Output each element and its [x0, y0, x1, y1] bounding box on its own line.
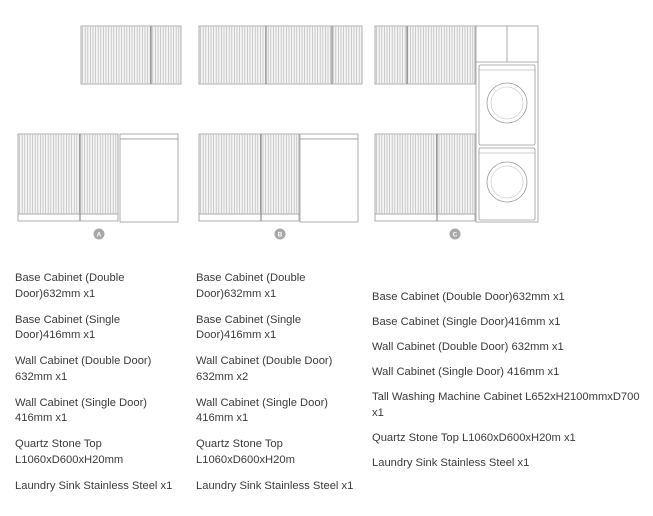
item-line: Base Cabinet (Double Door)632mm x1 — [372, 291, 565, 303]
item-line: Wall Cabinet (Double Door) 632mm x2 — [196, 355, 333, 383]
item-line: Base Cabinet (Single Door)416mm x1 — [372, 316, 561, 329]
wall-cabinet-double-door — [80, 25, 182, 85]
configuration-c-item-list: Base Cabinet (Double Door)632mm x1 Base C… — [372, 290, 642, 481]
configuration-b-item-list: Base Cabinet (Double Door)632mm x1 Base C… — [196, 271, 366, 505]
item-line: Laundry Sink Stainless Steel x1 — [372, 457, 530, 470]
plinth — [198, 213, 300, 222]
configuration-badge-label: C — [453, 231, 458, 238]
panel-frame — [17, 133, 119, 215]
item-line: Wall Cabinet (Single Door) 416mm x1 — [15, 396, 148, 425]
base-cabinet-double-door — [374, 133, 476, 215]
item-line: Base Cabinet (Single Door)416mm x1 — [15, 313, 121, 342]
item-line: Quartz Stone Top L1060xD600xH20mm — [15, 438, 124, 466]
laundry-sink-cabinet — [119, 138, 179, 223]
panel-frame — [80, 25, 182, 85]
item-line: Laundry Sink Stainless Steel x1 — [196, 479, 354, 492]
panel-frame — [198, 133, 300, 215]
base-cabinet-double-door — [17, 133, 119, 215]
panel-frame — [374, 25, 476, 85]
sink-top — [299, 133, 359, 140]
tall-washing-machine-cabinet — [475, 25, 539, 223]
panel-frame — [374, 133, 476, 215]
configuration-badge — [449, 228, 461, 240]
configuration-badge — [93, 228, 105, 240]
panel-frame — [198, 25, 363, 85]
item-line: Base Cabinet (Double Door)632mm x1 — [15, 272, 125, 300]
item-line: Quartz Stone Top L1060xD600xH20m — [196, 438, 295, 466]
item-line: Laundry Sink Stainless Steel x1 — [15, 479, 173, 492]
plinth — [17, 213, 119, 222]
item-line: Wall Cabinet (Single Door) 416mm x1 — [372, 366, 560, 379]
configuration-badge-label: A — [97, 231, 102, 238]
laundry-sink-cabinet — [299, 138, 359, 223]
item-line: Wall Cabinet (Single Door) 416mm x1 — [196, 396, 329, 425]
base-cabinet-double-door — [198, 133, 300, 215]
wall-cabinet-double-door — [374, 25, 476, 85]
sink-top — [119, 133, 179, 140]
item-line: Wall Cabinet (Double Door) 632mm x1 — [15, 355, 152, 383]
wall-cabinet-row — [198, 25, 363, 85]
item-line: Tall Washing Machine Cabinet L652xH2100m… — [372, 391, 640, 419]
washing-machine-glass-icon — [490, 86, 524, 120]
configuration-a-item-list: Base Cabinet (Double Door)632mm x1 Base C… — [15, 271, 185, 505]
plinth — [374, 213, 476, 222]
configuration-badge-label: B — [278, 231, 283, 238]
item-line: Base Cabinet (Single Door)416mm x1 — [196, 313, 302, 342]
item-line: Wall Cabinet (Double Door) 632mm x1 — [372, 341, 564, 354]
dryer-glass-icon — [490, 165, 524, 199]
configuration-badge — [274, 228, 286, 240]
item-line: Base Cabinet (Double Door)632mm x1 — [196, 272, 306, 300]
item-line: Quartz Stone Top L1060xD600xH20m x1 — [372, 431, 576, 444]
laundry-configuration-drawings: A B C — [17, 25, 539, 240]
